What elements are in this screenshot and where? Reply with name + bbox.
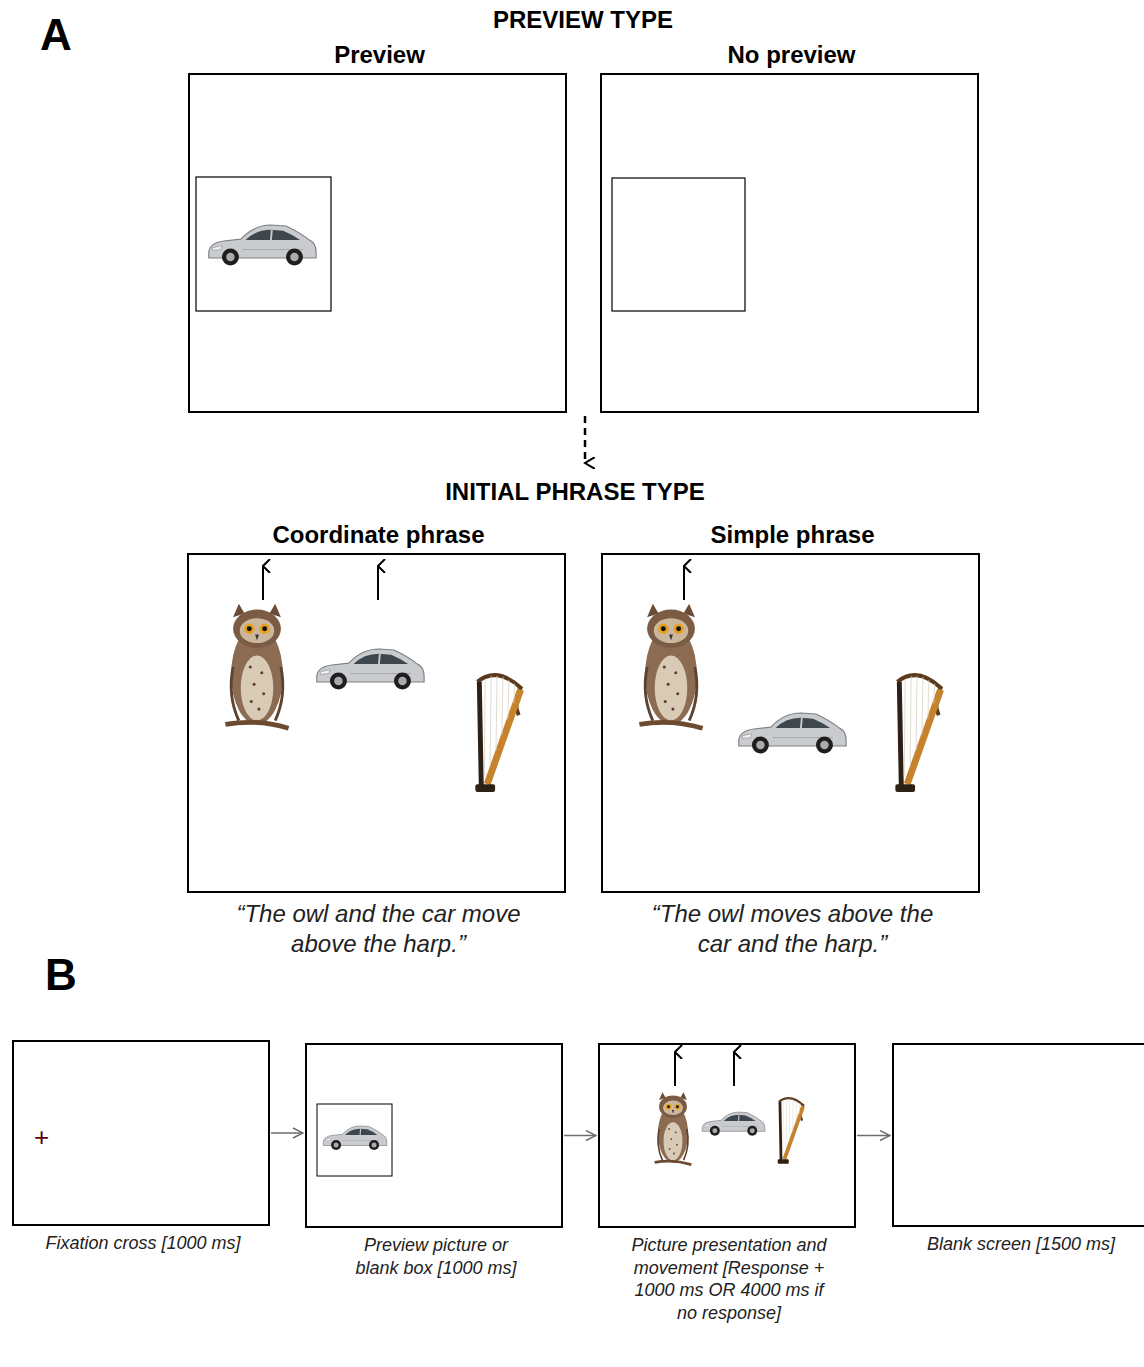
sequence-arrow (564, 1135, 596, 1137)
screen-box: Picture presentation and movement [Respo… (598, 1043, 856, 1228)
screen-caption: Picture presentation and movement [Respo… (631, 1234, 827, 1324)
screen-box: Preview (188, 73, 567, 413)
movement-arrow (683, 566, 685, 600)
sequence-arrow (857, 1135, 890, 1137)
screen-caption: Preview picture or blank box [1000 ms] (346, 1234, 526, 1279)
section-heading: INITIAL PHRASE TYPE (445, 478, 705, 506)
owl-picture (225, 604, 288, 728)
flow-arrow (584, 416, 587, 463)
car-picture (702, 1112, 765, 1136)
movement-arrow (377, 566, 379, 600)
screen-caption: Fixation cross [1000 ms] (43, 1232, 243, 1255)
section-heading: PREVIEW TYPE (493, 6, 673, 34)
owl-picture (639, 604, 702, 728)
harp-picture (895, 675, 940, 792)
movement-arrow (674, 1052, 676, 1086)
screen-box: Preview picture or blank box [1000 ms] (305, 1043, 563, 1228)
panel-letter: A (40, 10, 72, 61)
condition-heading: Preview (150, 41, 609, 69)
owl-picture (655, 1092, 692, 1164)
screen-box: +Fixation cross [1000 ms] (12, 1040, 270, 1226)
screen-box: No preview (600, 73, 979, 413)
preview-frame (317, 1104, 392, 1176)
condition-heading: No preview (562, 41, 1021, 69)
condition-heading: Coordinate phrase (149, 521, 608, 549)
harp-picture (778, 1098, 803, 1164)
screen-caption: Blank screen [1500 ms] (921, 1233, 1121, 1256)
sequence-arrow (271, 1132, 303, 1134)
screen-caption: “The owl moves above the car and the har… (647, 899, 939, 959)
screen-box: Blank screen [1500 ms] (892, 1043, 1144, 1227)
preview-frame (196, 177, 331, 311)
screen-caption: “The owl and the car move above the harp… (209, 899, 549, 959)
screen-box: Simple phrase“The owl moves above the ca… (601, 553, 980, 893)
movement-arrow (262, 566, 264, 600)
screen-box: Coordinate phrase“The owl and the car mo… (187, 553, 566, 893)
panel-letter: B (45, 950, 77, 1001)
blank-frame (612, 178, 745, 311)
harp-picture (475, 675, 520, 792)
car-picture (317, 649, 424, 689)
car-picture (323, 1126, 387, 1150)
car-picture (739, 713, 846, 753)
fixation-cross: + (34, 1122, 49, 1152)
car-picture (209, 225, 316, 265)
condition-heading: Simple phrase (563, 521, 1022, 549)
movement-arrow (733, 1052, 735, 1086)
